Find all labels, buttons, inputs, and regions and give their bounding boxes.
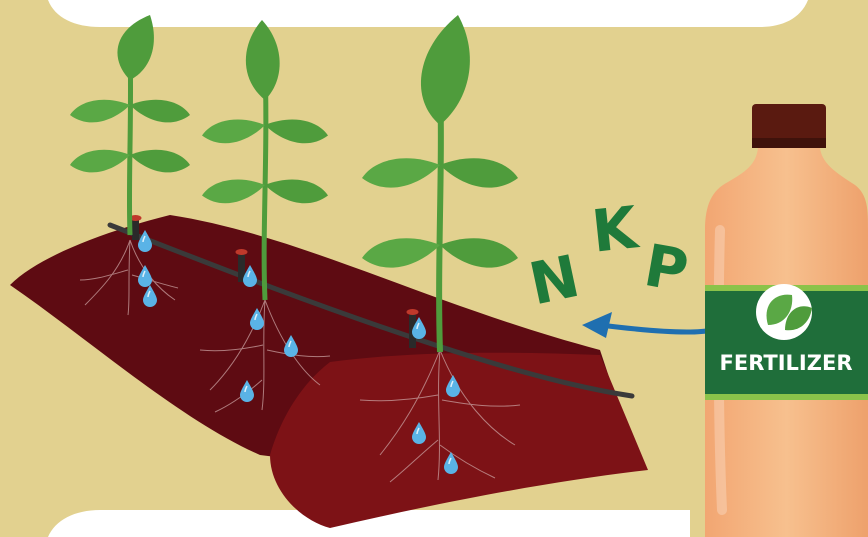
leaf-icon bbox=[756, 284, 812, 340]
nutrient-letters: N K P bbox=[523, 193, 693, 318]
top-panel bbox=[48, 0, 808, 27]
arrow-icon bbox=[582, 312, 712, 338]
plant bbox=[70, 15, 190, 235]
fertilizer-bottle: FERTILIZER bbox=[705, 104, 868, 537]
bottle-label: FERTILIZER bbox=[720, 351, 853, 375]
nutrient-k: K bbox=[589, 193, 643, 266]
nutrient-n: N bbox=[523, 242, 585, 319]
nutrient-p: P bbox=[639, 231, 693, 305]
